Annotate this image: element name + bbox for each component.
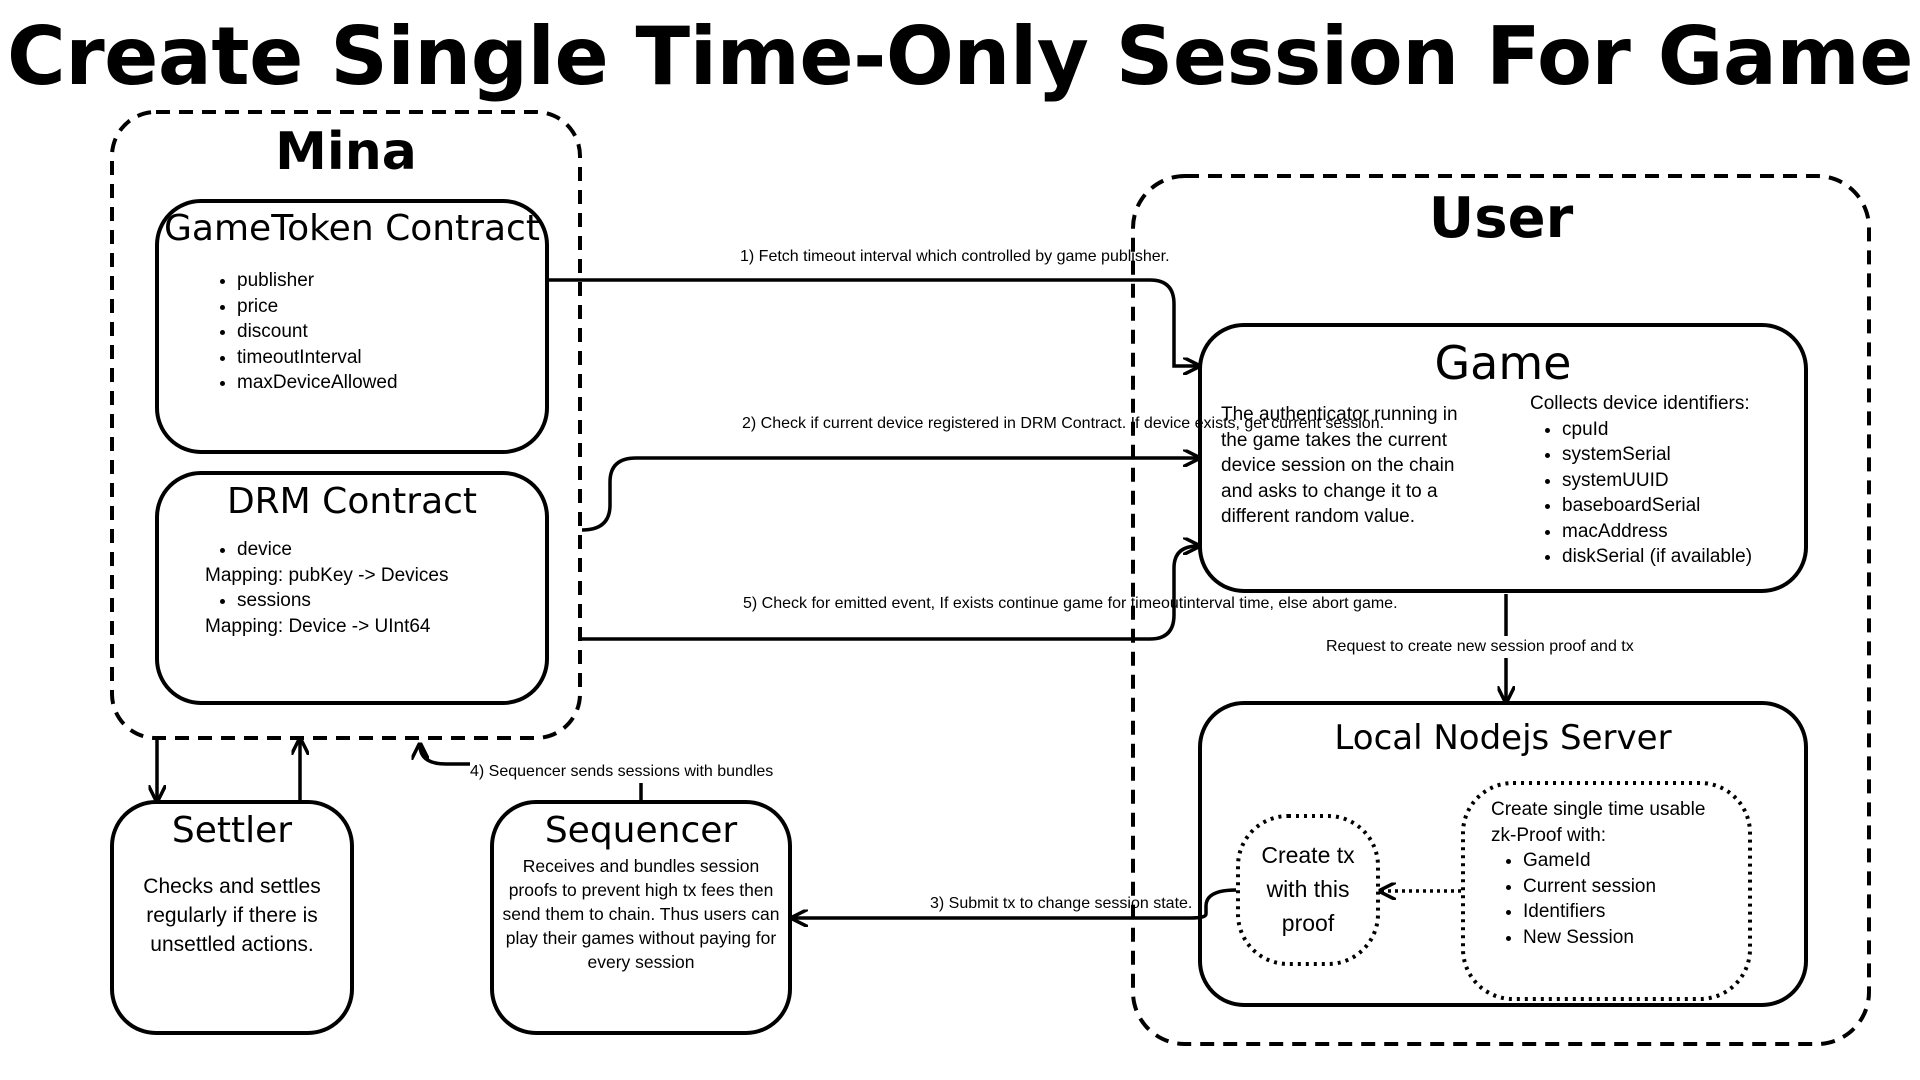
settler-box-border bbox=[110, 800, 354, 1035]
zk-proof-heading-1: Create single time usable bbox=[1491, 799, 1706, 820]
edge-step1-line bbox=[549, 278, 1198, 366]
sequencer-box-border bbox=[490, 800, 792, 1035]
settler-description: Checks and settles regularly if there is… bbox=[143, 875, 321, 956]
edge-request-label: Request to create new session proof and … bbox=[1326, 636, 1634, 658]
identifier-item: systemSerial bbox=[1562, 442, 1800, 468]
drm-box-border bbox=[155, 471, 549, 705]
game-description: The authenticator running in the game ta… bbox=[1221, 404, 1458, 527]
drm-mapping-sessions: Mapping: Device -> UInt64 bbox=[205, 615, 431, 637]
identifier-item: diskSerial (if available) bbox=[1562, 544, 1800, 570]
identifier-item: baseboardSerial bbox=[1562, 493, 1800, 519]
drm-contract-title: DRM Contract bbox=[226, 481, 478, 522]
edge-step2-line bbox=[581, 458, 1198, 532]
game-title: Game bbox=[1434, 336, 1572, 390]
user-region-title: User bbox=[1428, 186, 1574, 251]
nodejs-server-title: Local Nodejs Server bbox=[1334, 718, 1672, 758]
zk-proof-item: Identifiers bbox=[1523, 899, 1741, 925]
zk-proof-heading-2: zk-Proof with: bbox=[1491, 824, 1607, 846]
edge-step1-label: 1) Fetch timeout interval which controll… bbox=[740, 246, 1170, 268]
gametoken-box-border bbox=[155, 199, 549, 454]
zk-proof-content: Create single time usable zk-Proof with:… bbox=[1491, 797, 1741, 950]
edge-step3-label: 3) Submit tx to change session state. bbox=[930, 893, 1192, 915]
settler-title: Settler bbox=[171, 810, 293, 851]
gametoken-field: discount bbox=[237, 319, 527, 345]
sequencer-description: Receives and bundles session proofs to p… bbox=[502, 856, 780, 972]
create-tx-text: Create tx with this proof bbox=[1261, 842, 1355, 936]
mina-region-border bbox=[110, 110, 582, 740]
user-region-border bbox=[1131, 174, 1871, 1046]
gametoken-field: price bbox=[237, 294, 527, 320]
gametoken-contract-title: GameToken Contract bbox=[164, 208, 540, 249]
mina-region-title: Mina bbox=[275, 122, 417, 182]
gametoken-field: publisher bbox=[237, 268, 527, 294]
identifier-item: cpuId bbox=[1562, 417, 1800, 443]
sequencer-title: Sequencer bbox=[544, 810, 738, 851]
game-identifiers: Collects device identifiers: cpuId syste… bbox=[1530, 391, 1800, 570]
create-tx-box-border bbox=[1236, 814, 1380, 966]
gametoken-fields-list: publisher price discount timeoutInterval… bbox=[187, 268, 527, 396]
edge-step4-label: 4) Sequencer sends sessions with bundles bbox=[470, 761, 774, 783]
edge-step5-line bbox=[582, 546, 1198, 641]
edge-step2-label: 2) Check if current device registered in… bbox=[742, 413, 1384, 435]
identifier-item: macAddress bbox=[1562, 519, 1800, 545]
identifier-item: systemUUID bbox=[1562, 468, 1800, 494]
drm-field-sessions: sessions bbox=[237, 588, 535, 614]
zk-proof-item: GameId bbox=[1523, 848, 1741, 874]
edge-step5-label: 5) Check for emitted event, If exists co… bbox=[743, 593, 1398, 615]
drm-contract-fields: device Mapping: pubKey -> Devices sessio… bbox=[205, 537, 535, 639]
game-identifiers-heading: Collects device identifiers: bbox=[1530, 393, 1750, 414]
edge-step3-line bbox=[793, 888, 1237, 918]
gametoken-field: maxDeviceAllowed bbox=[237, 370, 527, 396]
zk-proof-item: New Session bbox=[1523, 925, 1741, 951]
page-title: Create Single Time-Only Session For Game bbox=[7, 10, 1913, 103]
gametoken-field: timeoutInterval bbox=[237, 345, 527, 371]
drm-mapping-devices: Mapping: pubKey -> Devices bbox=[205, 564, 449, 586]
zk-proof-box-border bbox=[1461, 781, 1752, 1001]
drm-field-device: device bbox=[237, 537, 535, 563]
zk-proof-item: Current session bbox=[1523, 874, 1741, 900]
